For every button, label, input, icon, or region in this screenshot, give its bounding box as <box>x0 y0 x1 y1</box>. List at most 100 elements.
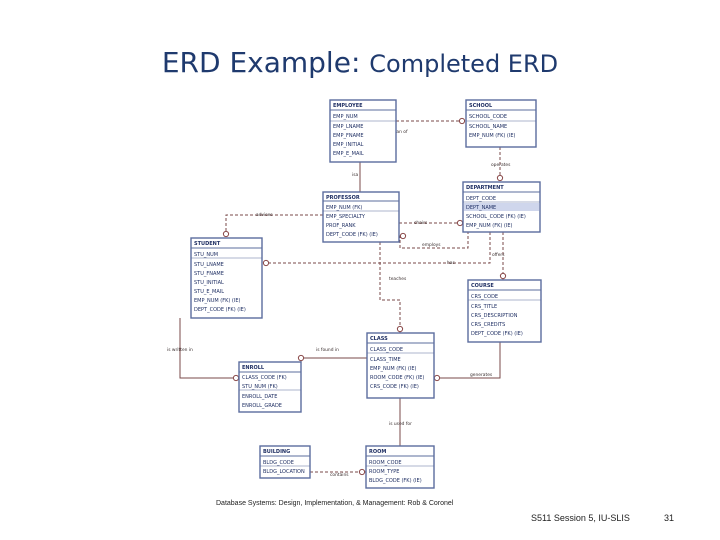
entity-attr: EMP_NUM (FK) <box>326 205 362 211</box>
entity-attr: STU_INITIAL <box>194 280 224 286</box>
rel-line-advises <box>225 214 323 238</box>
entity-title: EMPLOYEE <box>333 103 363 109</box>
entity-attr: EMP_NUM (FK) (IE) <box>466 223 513 229</box>
footer-citation: Database Systems: Design, Implementation… <box>216 500 454 507</box>
entity-attr: EMP_LNAME <box>333 124 363 130</box>
end-marker <box>396 325 404 333</box>
entity-title: ENROLL <box>242 365 265 371</box>
end-marker <box>433 374 441 382</box>
relationship-labels: is dean of operates isa advises chairs e… <box>167 129 511 478</box>
rel-label-has: has <box>447 260 455 266</box>
entity-title: BUILDING <box>263 449 290 455</box>
entity-attr: ROOM_CODE (FK) (IE) <box>370 375 424 381</box>
rel-label-is-written-in: is written in <box>167 347 193 353</box>
end-marker <box>297 354 305 362</box>
rel-label-is-found-in: is found in <box>316 347 339 353</box>
entity-attr: EMP_INITIAL <box>333 142 364 148</box>
end-marker <box>458 117 466 125</box>
entity-attr: BLDG_LOCATION <box>263 469 305 475</box>
entity-attr: CRS_DESCRIPTION <box>471 313 518 319</box>
rel-label-teaches: teaches <box>389 276 407 282</box>
entity-attr: STU_E_MAIL <box>194 289 224 295</box>
entity-attr: CRS_CODE (FK) (IE) <box>370 384 419 390</box>
entity-title: CLASS <box>370 336 388 342</box>
rel-label-operates: operates <box>491 162 511 168</box>
entity-attr: DEPT_CODE (FK) (IE) <box>326 232 378 238</box>
entity-attr: PROF_RANK <box>326 223 356 229</box>
entity-attr: EMP_E_MAIL <box>333 151 364 157</box>
rel-label-advises: advises <box>256 212 273 218</box>
entity-school: SCHOOL SCHOOL_CODE SCHOOL_NAME EMP_NUM (… <box>465 99 537 148</box>
title-sub: Completed ERD <box>369 50 559 78</box>
title-main: ERD Example: <box>161 46 361 79</box>
entity-attr: EMP_NUM (FK) (IE) <box>469 133 516 139</box>
entity-attr: STU_NUM <box>194 252 218 258</box>
entity-department: DEPARTMENT DEPT_CODE DEPT_NAME SCHOOL_CO… <box>462 181 541 233</box>
entity-attr: BLDG_CODE (FK) (IE) <box>369 478 422 484</box>
rel-label-contains: contains <box>330 472 349 478</box>
end-marker <box>496 174 504 182</box>
entity-attr: CRS_CREDITS <box>471 322 505 328</box>
end-marker <box>499 272 507 280</box>
rel-label-isa: isa <box>352 172 359 178</box>
entity-attr: CRS_TITLE <box>471 304 497 310</box>
end-marker <box>232 374 240 382</box>
entity-title: COURSE <box>471 283 494 289</box>
entity-attr: EMP_SPECIALTY <box>326 214 366 220</box>
rel-line-is-found-in <box>300 357 367 362</box>
entity-attr: STU_NUM (FK) <box>242 384 278 390</box>
entity-attr: SCHOOL_CODE <box>469 114 507 120</box>
entity-attr: CLASS_TIME <box>370 357 401 363</box>
entity-attr: SCHOOL_CODE (FK) (IE) <box>466 214 526 220</box>
entity-enroll: ENROLL CLASS_CODE (FK) STU_NUM (FK) ENRO… <box>238 361 302 413</box>
end-marker <box>222 230 230 238</box>
entity-attr: DEPT_CODE (FK) (IE) <box>471 331 523 337</box>
entity-attr: STU_LNAME <box>194 262 224 268</box>
rel-label-chairs: chairs <box>414 220 428 226</box>
slide-title: ERD Example: Completed ERD <box>0 46 720 79</box>
entity-attr: ROOM_TYPE <box>369 469 399 475</box>
entity-attr: DEPT_CODE <box>466 196 496 202</box>
entity-course: COURSE CRS_CODE CRS_TITLE CRS_DESCRIPTIO… <box>467 279 542 343</box>
entity-attr: ENROLL_GRADE <box>242 403 282 409</box>
entity-attr: EMP_NUM (FK) (IE) <box>370 366 417 372</box>
entity-title: PROFESSOR <box>326 195 360 201</box>
entity-title: STUDENT <box>194 241 221 247</box>
entity-title: DEPARTMENT <box>466 185 504 191</box>
entity-attr: DEPT_NAME <box>466 205 496 211</box>
entity-student: STUDENT STU_NUM STU_LNAME STU_FNAME STU_… <box>190 237 263 319</box>
entity-employee: EMPLOYEE EMP_NUM EMP_LNAME EMP_FNAME EMP… <box>329 99 397 163</box>
entity-attr: CLASS_CODE <box>370 347 403 353</box>
entity-building: BUILDING BLDG_CODE BLDG_LOCATION <box>259 445 311 479</box>
rel-line-has <box>262 232 491 264</box>
entity-room: ROOM ROOM_CODE ROOM_TYPE BLDG_CODE (FK) … <box>365 445 435 489</box>
footer-course: S511 Session 5, IU-SLIS <box>531 513 630 523</box>
entity-attr: ENROLL_DATE <box>242 394 277 400</box>
entity-attr: EMP_FNAME <box>333 133 364 139</box>
entity-attr: SCHOOL_NAME <box>469 124 507 130</box>
entity-attr: STU_FNAME <box>194 271 224 277</box>
rel-label-is-used-for: is used for <box>389 421 412 427</box>
entity-attr: CLASS_CODE (FK) <box>242 375 287 381</box>
rel-label-offers: offers <box>492 252 505 258</box>
entity-title: SCHOOL <box>469 103 493 109</box>
entity-attr: EMP_NUM <box>333 114 358 120</box>
rel-line-generates <box>434 342 501 379</box>
entity-attr: BLDG_CODE <box>263 460 294 466</box>
page-number: 31 <box>664 513 675 523</box>
rel-label-employs: employs <box>422 242 441 248</box>
relationship-end-markers <box>222 117 507 476</box>
entity-attr: CRS_CODE <box>471 294 498 300</box>
end-marker <box>456 219 464 227</box>
entity-attr: ROOM_CODE <box>369 460 402 466</box>
entity-title: ROOM <box>369 449 386 455</box>
rel-line-teaches <box>379 242 401 333</box>
end-marker <box>358 468 366 476</box>
rel-label-is-dean-of: is dean of <box>386 129 408 135</box>
end-marker <box>262 259 270 267</box>
rel-label-generates: generates <box>470 372 493 378</box>
entity-professor: PROFESSOR EMP_NUM (FK) EMP_SPECIALTY PRO… <box>322 191 400 243</box>
entity-attr: DEPT_CODE (FK) (IE) <box>194 307 246 313</box>
rel-line-is-written-in <box>179 318 239 379</box>
